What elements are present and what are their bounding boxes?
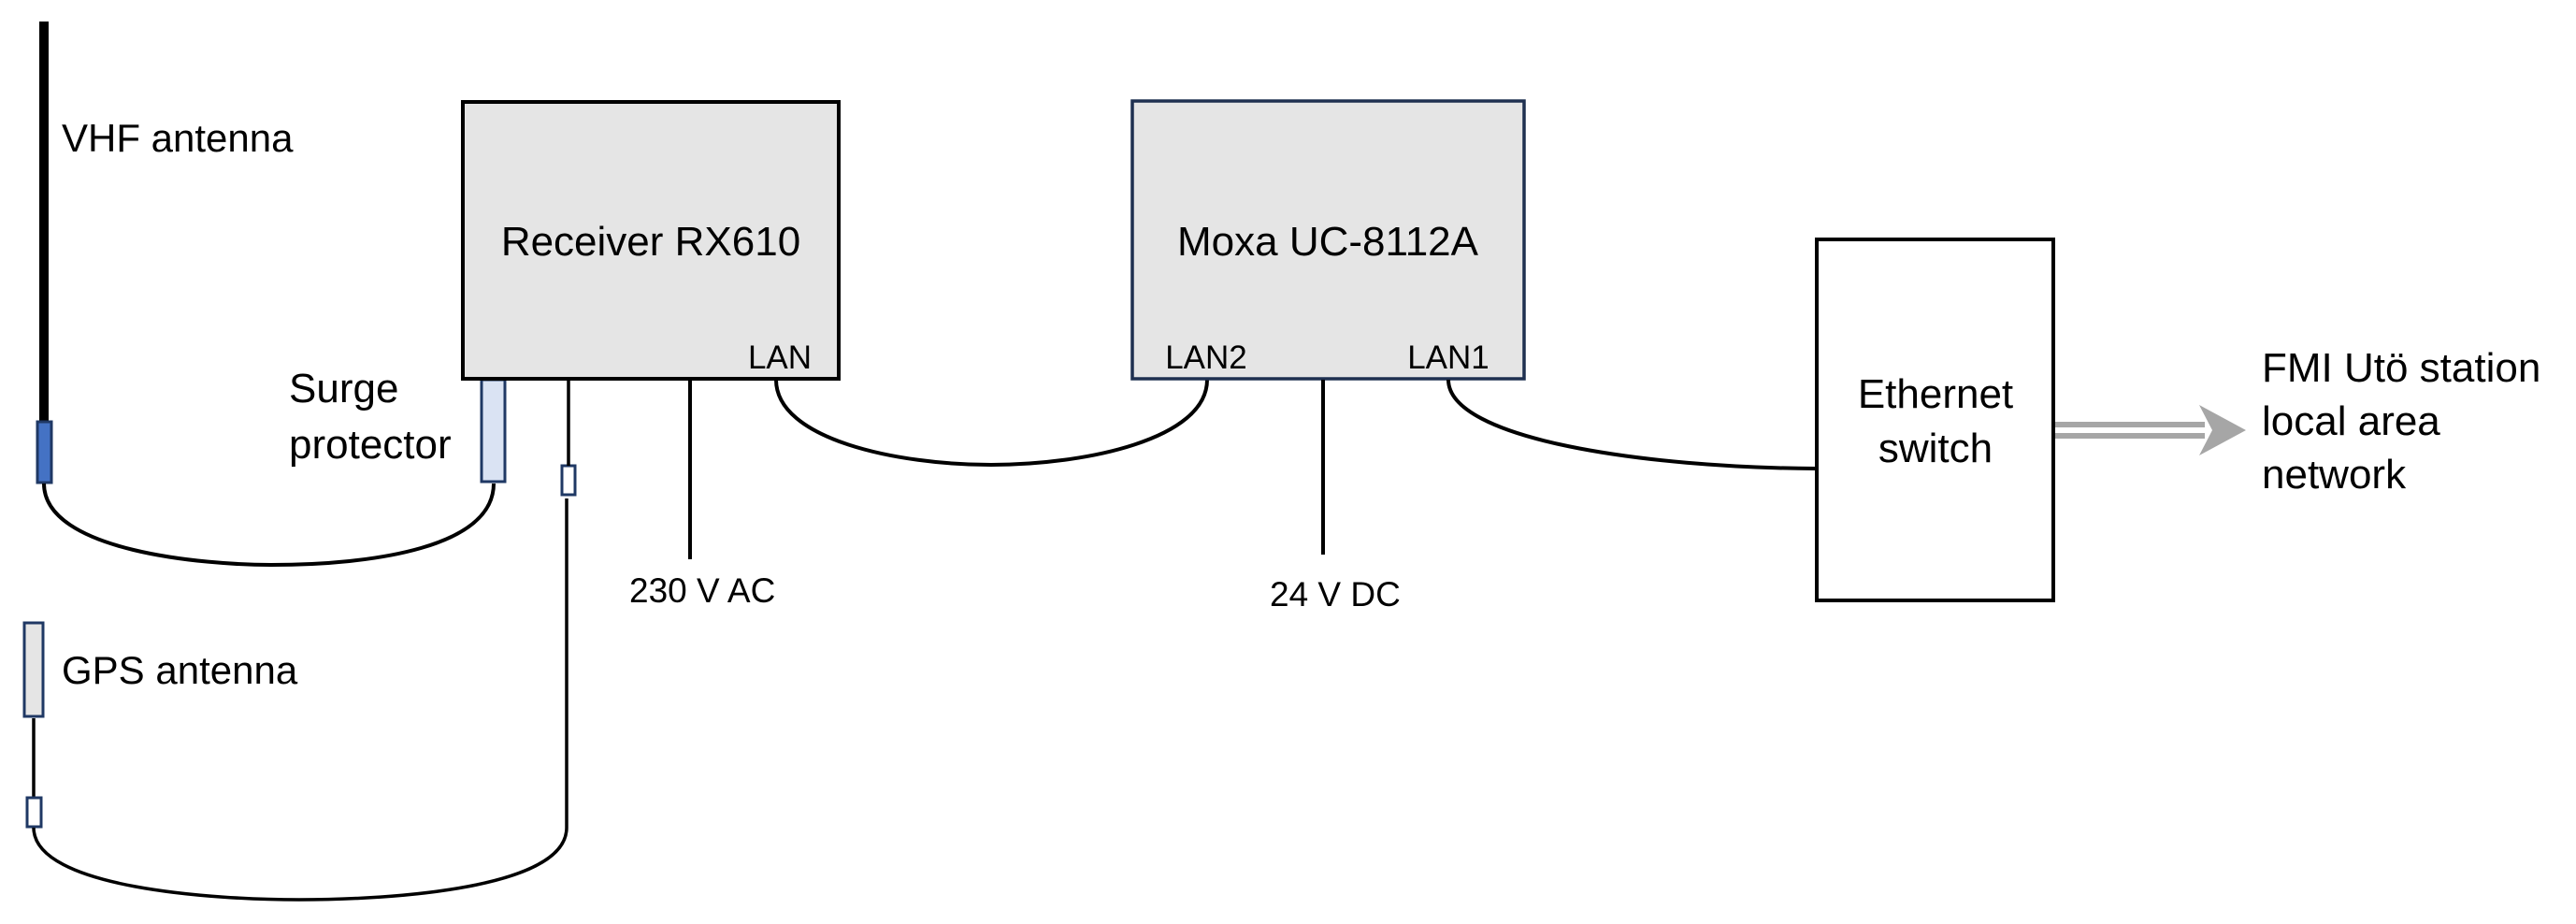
uplink-arrow-head (2199, 405, 2246, 455)
moxa-uc8112a: Moxa UC-8112A LAN2 LAN1 (1130, 99, 1526, 381)
uplink-arrow-shaft-bottom (2055, 433, 2205, 439)
gps-antenna-label: GPS antenna (62, 648, 298, 692)
moxa-lan1-port-label: LAN1 (1407, 339, 1489, 376)
surge-protector-label-line1: Surge (289, 366, 398, 411)
gps-antenna-connector (25, 796, 43, 829)
vhf-coax-cable (42, 483, 496, 568)
receiver-lan-port-label: LAN (748, 339, 812, 376)
moxa-box (1130, 99, 1526, 381)
receiver-box (461, 100, 841, 381)
network-label-line2: local area (2262, 398, 2440, 444)
switch-box (1815, 238, 2055, 602)
switch-label-line2: switch (1878, 426, 1993, 471)
uplink-arrow-icon (2055, 405, 2246, 455)
vhf-antenna-mast (39, 22, 49, 424)
moxa-power-label: 24 V DC (1270, 575, 1401, 614)
network-label-line1: FMI Utö station (2262, 345, 2540, 391)
surge-protector-label-line2: protector (289, 422, 452, 468)
gps-coax-cable (32, 498, 568, 902)
gps-receiver-connector (560, 464, 577, 497)
receiver-label: Receiver RX610 (501, 219, 800, 265)
network-label: FMI Utö station local area network (2262, 345, 2540, 498)
receiver-rx610: Receiver RX610 LAN (461, 100, 841, 381)
ethernet-cable-moxa-switch (1446, 379, 1817, 470)
uplink-arrow-shaft-top (2055, 422, 2205, 427)
network-label-line3: network (2262, 452, 2407, 498)
switch-label-line1: Ethernet (1858, 371, 2013, 417)
moxa-label: Moxa UC-8112A (1177, 219, 1479, 265)
ethernet-switch: Ethernet switch (1815, 238, 2055, 602)
vhf-antenna-label: VHF antenna (62, 116, 294, 160)
vhf-antenna-connector (36, 420, 53, 484)
moxa-lan2-port-label: LAN2 (1165, 339, 1247, 376)
ethernet-cable-receiver-moxa (774, 379, 1209, 468)
surge-protector-body (480, 378, 507, 484)
vhf-antenna: VHF antenna (36, 22, 294, 484)
surge-protector: Surge protector (289, 366, 507, 484)
gps-antenna: GPS antenna (22, 621, 298, 829)
receiver-power-label: 230 V AC (629, 571, 775, 610)
gps-antenna-body (22, 621, 45, 718)
